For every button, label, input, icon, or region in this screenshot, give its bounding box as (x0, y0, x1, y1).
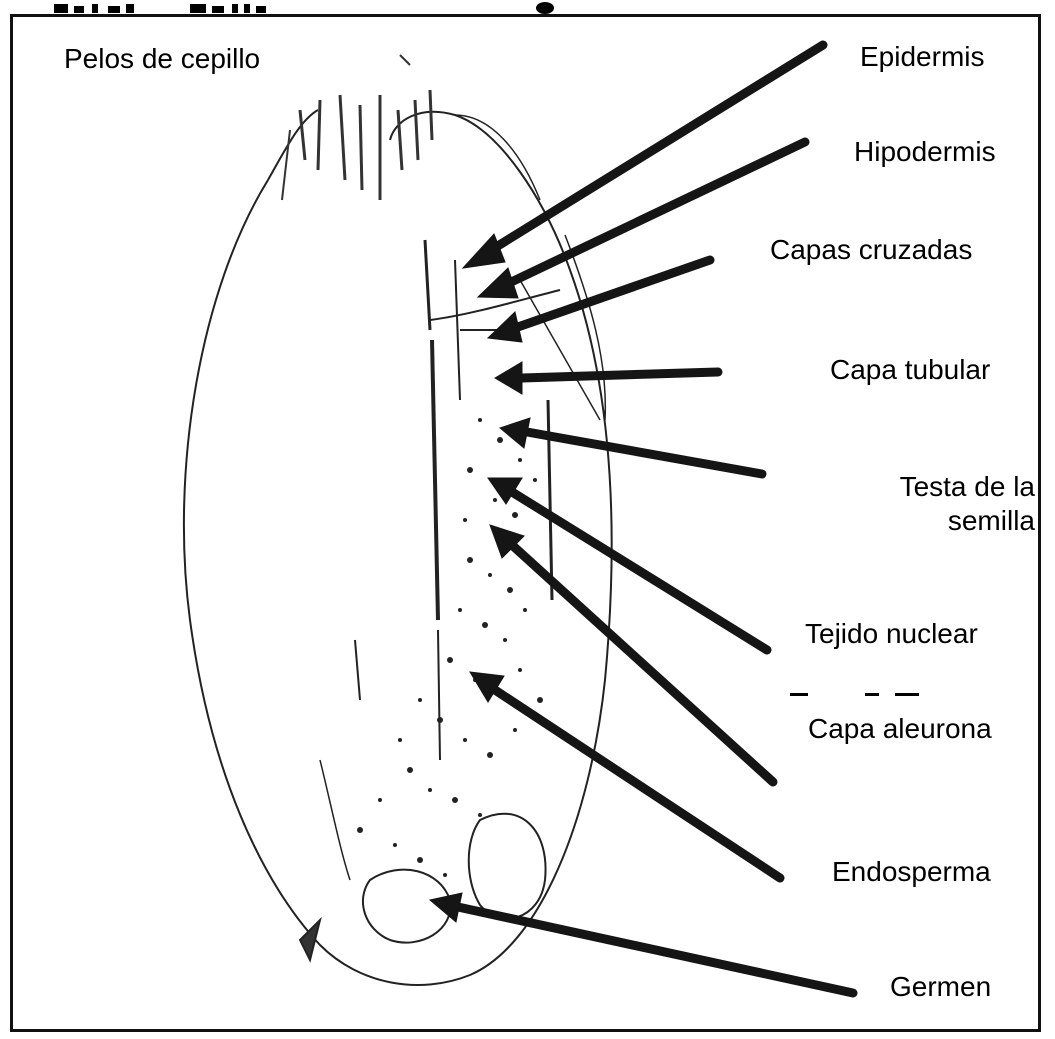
label-germen: Germen (890, 970, 991, 1004)
label-testa-line2: semilla (835, 504, 1035, 538)
label-epidermis: Epidermis (860, 40, 984, 74)
label-capas-cruzadas: Capas cruzadas (770, 233, 972, 267)
label-tejido-nuclear: Tejido nuclear (805, 617, 978, 651)
label-capa-tubular: Capa tubular (830, 353, 990, 387)
cropped-top-text (54, 2, 554, 14)
label-endosperma: Endosperma (832, 855, 991, 889)
label-capa-aleurona: Capa aleurona (808, 712, 992, 746)
label-testa-line1: Testa de la (835, 470, 1035, 504)
label-pelos-de-cepillo: Pelos de cepillo (64, 42, 260, 76)
label-testa-de-la-semilla: Testa de la semilla (835, 470, 1035, 538)
label-hipodermis: Hipodermis (854, 135, 996, 169)
